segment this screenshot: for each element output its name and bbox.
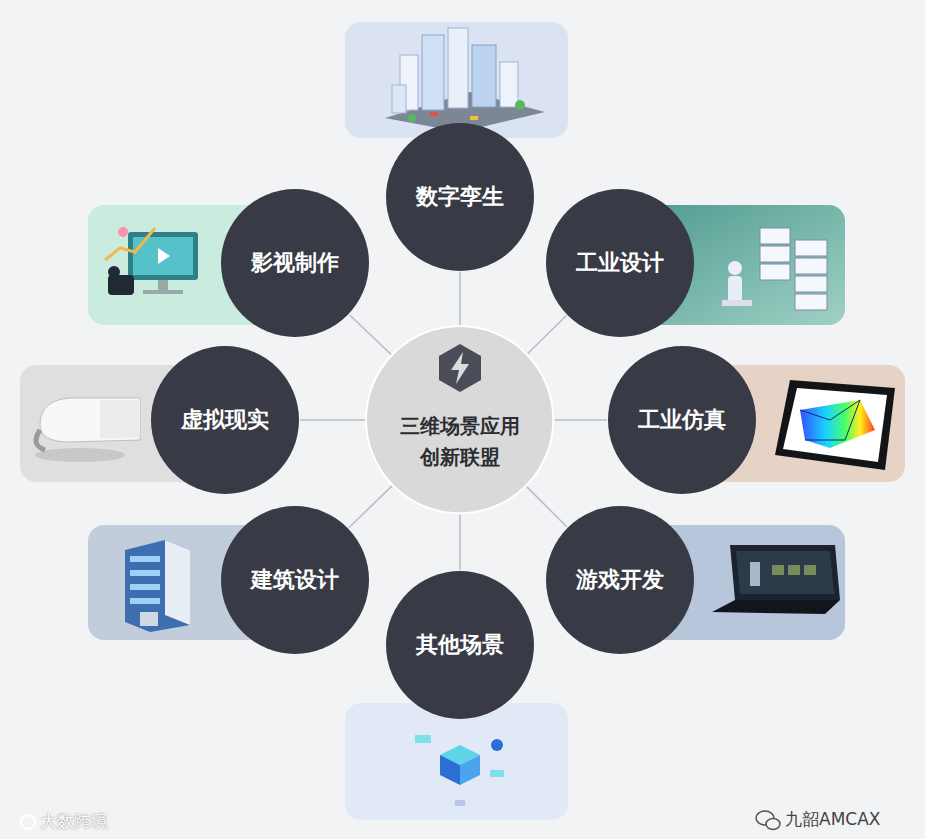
spoke-line <box>459 515 461 570</box>
spoke-line <box>528 316 567 354</box>
category-label: 影视制作 <box>251 248 339 278</box>
watermark: 九韶AMCAX <box>785 808 880 831</box>
spoke-line <box>555 419 607 421</box>
circle-outline <box>221 189 369 337</box>
circle-outline <box>151 346 299 494</box>
panel <box>345 703 568 820</box>
watermark-icon <box>21 815 35 829</box>
spoke-line <box>527 487 567 527</box>
circle-outline <box>546 506 694 654</box>
circle-outline <box>221 506 369 654</box>
vr-headset-icon <box>35 398 140 462</box>
circle-outline <box>386 123 534 271</box>
city-icon <box>385 28 545 132</box>
circle-outline <box>608 346 756 494</box>
alliance-logo <box>436 342 484 394</box>
simulation-icon <box>775 380 895 470</box>
spoke-line <box>349 486 392 528</box>
panel <box>345 22 568 138</box>
spoke-line <box>349 315 391 355</box>
spoke-line <box>300 419 365 421</box>
circle-outline <box>366 326 553 513</box>
category-circle: 工业仿真 <box>607 345 757 495</box>
circle-outline <box>546 189 694 337</box>
cubes-icon <box>415 735 504 806</box>
category-label: 工业设计 <box>576 248 664 278</box>
category-label: 数字孪生 <box>416 182 504 212</box>
category-circle: 工业设计 <box>545 188 695 338</box>
category-label: 其他场景 <box>416 630 504 660</box>
film-icon <box>105 227 198 295</box>
category-circle: 游戏开发 <box>545 505 695 655</box>
circle-outline <box>386 571 534 719</box>
watermark: 大数跨境 <box>40 810 108 833</box>
building-icon <box>125 540 190 632</box>
category-circle: 建筑设计 <box>220 505 370 655</box>
spoke-line <box>459 272 461 325</box>
category-label: 虚拟现实 <box>181 405 269 435</box>
wechat-icon <box>756 811 780 830</box>
category-circle: 数字孪生 <box>385 122 535 272</box>
category-circle: 影视制作 <box>220 188 370 338</box>
category-label: 游戏开发 <box>576 565 664 595</box>
category-circle: 其他场景 <box>385 570 535 720</box>
category-circle: 虚拟现实 <box>150 345 300 495</box>
server-icon <box>722 228 827 310</box>
category-label: 建筑设计 <box>251 565 339 595</box>
laptop-icon <box>712 545 840 614</box>
category-label: 工业仿真 <box>638 405 726 435</box>
